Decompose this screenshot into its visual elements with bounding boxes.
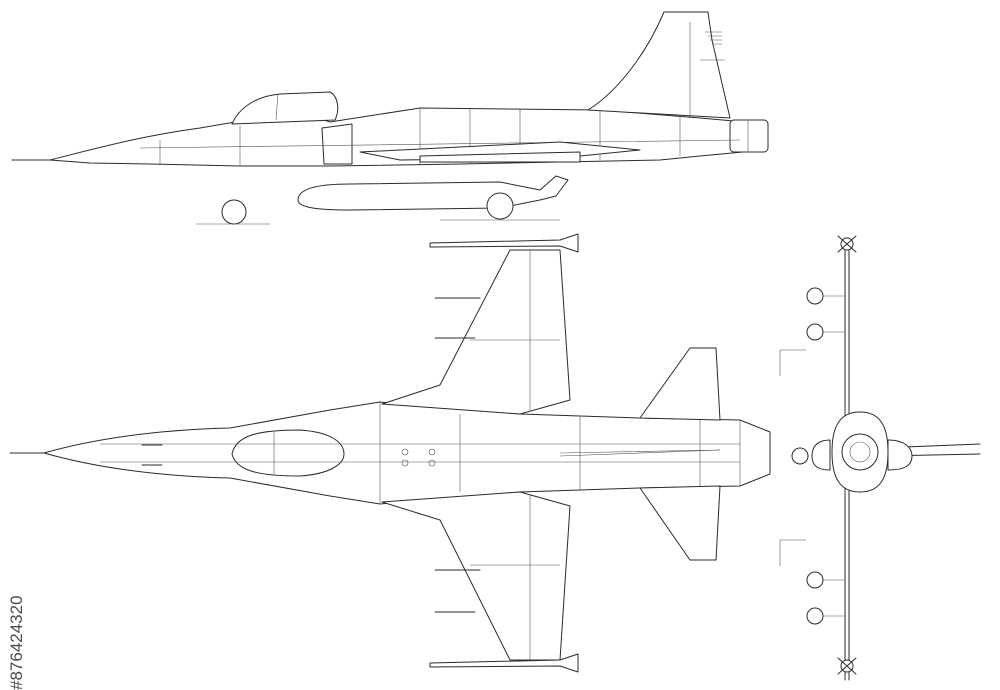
front-nose-wheel [791,447,809,465]
side-exhaust-nozzle [729,119,769,153]
side-nose-wheel [221,199,247,225]
top-fuselage [43,401,771,505]
side-canopy [231,91,339,125]
top-wing-upper [381,249,571,415]
top-view [9,233,771,673]
side-fuel-tank [297,175,569,211]
front-intake [841,433,879,471]
side-missile [419,151,581,163]
side-air-intake [321,123,353,165]
top-wingtip-missile-upper [429,233,579,253]
side-main-wheel [486,192,514,220]
top-wingtip-missile-lower [429,653,579,673]
top-stabilizer-upper [639,347,721,421]
side-view [11,11,769,225]
top-canopy [231,429,345,477]
top-stabilizer-lower [639,485,721,561]
top-wing-lower [381,491,571,661]
front-view [779,235,981,681]
side-vertical-tail [587,11,731,119]
front-stores [806,235,857,675]
stock-image-id: #876424320 [7,595,26,690]
